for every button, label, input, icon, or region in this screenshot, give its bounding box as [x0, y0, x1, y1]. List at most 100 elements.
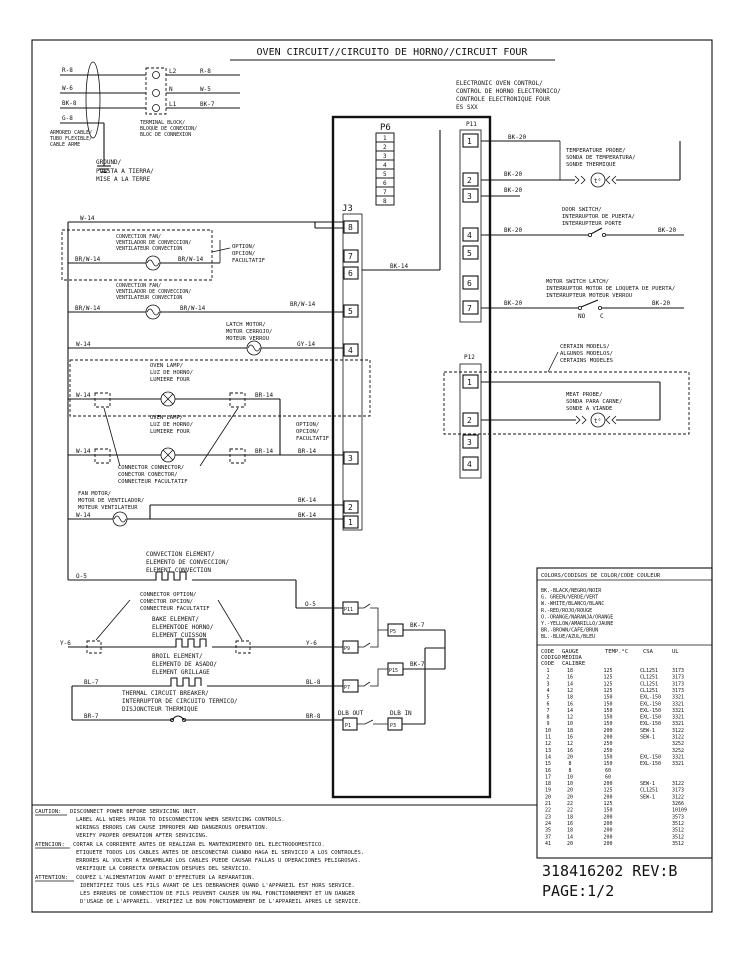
- svg-text:Y-6: Y-6: [306, 640, 317, 647]
- oven-lamp-1-label: OVEN LAMP/ LUZ DE HORNO/ LUMIERE FOUR: [150, 363, 193, 383]
- svg-text:BK-14: BK-14: [298, 512, 316, 519]
- gauge-table-cell: 17: [545, 774, 551, 780]
- svg-text:BR/W-14: BR/W-14: [290, 301, 316, 308]
- svg-text:ES SXX: ES SXX: [456, 104, 478, 111]
- gauge-table-cell: 200: [603, 735, 612, 741]
- svg-text:BK-7: BK-7: [200, 101, 215, 108]
- gauge-table-cell: 3321: [672, 761, 684, 767]
- p6-pin-label: 2: [383, 144, 387, 151]
- svg-text:FAN MOTOR/: FAN MOTOR/: [78, 491, 111, 497]
- gauge-table-cell: 3122: [672, 781, 684, 787]
- svg-text:ELEMENT CUISSON: ELEMENT CUISSON: [152, 632, 207, 639]
- svg-text:CODE: CODE: [541, 661, 554, 667]
- p11-pin-label: 3: [467, 192, 472, 201]
- j3-pin: [343, 266, 359, 280]
- svg-text:CONNECTOR OPTION/: CONNECTOR OPTION/: [140, 592, 196, 598]
- gauge-table-cell: 16: [567, 735, 573, 741]
- gauge-table-cell: 7: [546, 708, 549, 714]
- broil-element-icon: [165, 677, 202, 687]
- j3-pin-label: 1: [348, 518, 353, 527]
- gauge-table-cell: 3173: [672, 688, 684, 694]
- svg-text:TEMPERATURE PROBE/: TEMPERATURE PROBE/: [566, 148, 626, 154]
- svg-text:UL: UL: [672, 649, 679, 655]
- oven-lamp-option-box: [69, 359, 371, 417]
- gauge-table-cell: 6: [546, 701, 549, 707]
- gauge-table-cell: 16: [567, 748, 573, 754]
- gauge-table-cell: 18: [567, 668, 573, 674]
- svg-text:INTERRUPTOR DE PUERTA/: INTERRUPTOR DE PUERTA/: [562, 214, 635, 220]
- svg-text:CONNECTOR CONNECTOR/: CONNECTOR CONNECTOR/: [118, 465, 184, 471]
- control-board: [331, 115, 492, 799]
- option-label-1: OPTION/ OPCION/ FACULTATIF: [232, 244, 265, 264]
- j3-pin-label: 8: [348, 223, 353, 232]
- gauge-table-cell: 4: [546, 688, 549, 694]
- svg-text:VENTILADOR DE CONVECCION/: VENTILADOR DE CONVECCION/: [116, 240, 191, 246]
- gauge-table-cell: 3122: [672, 735, 684, 741]
- gauge-table-cell: 8: [568, 768, 571, 774]
- color-code-item: O.-ORANGE/NARANJA/ORANGE: [541, 614, 613, 620]
- gauge-table-cell: 16: [567, 701, 573, 707]
- color-codes-title: COLORS/CODIGOS DE COLOR/CODE COULEUR: [541, 573, 661, 579]
- svg-text:R-8: R-8: [62, 67, 73, 74]
- svg-text:BL-7: BL-7: [84, 679, 99, 686]
- p11-pin: [462, 133, 479, 148]
- p11-connector: [459, 129, 482, 323]
- svg-text:VENTILATEUR CONVECTION: VENTILATEUR CONVECTION: [116, 295, 182, 301]
- wire-w14-top: W-14: [80, 215, 95, 222]
- svg-text:IDENTIFIEZ TOUS LES FILS AVANT: IDENTIFIEZ TOUS LES FILS AVANT DE LES DE…: [80, 883, 355, 889]
- svg-text:CONTROL DE HORNO ELECTRONICO/: CONTROL DE HORNO ELECTRONICO/: [456, 88, 561, 95]
- caution-notes: CAUTION: DISCONNECT POWER BEFORE SERVICI…: [35, 809, 364, 905]
- svg-text:LES ERREURS DE CONNECTION DE F: LES ERREURS DE CONNECTION DE FILS PEUVEN…: [80, 891, 356, 897]
- gauge-table-cell: 8: [568, 761, 571, 767]
- gauge-table-cell: SEW-1: [640, 728, 655, 734]
- svg-text:CERTAINS MODELES: CERTAINS MODELES: [560, 358, 613, 364]
- svg-text:CERTAIN MODELS/: CERTAIN MODELS/: [560, 344, 610, 350]
- svg-text:W-14: W-14: [76, 448, 91, 455]
- svg-text:INTERRUPTOR MOTOR DE LOQUETA D: INTERRUPTOR MOTOR DE LOQUETA DE PUERTA/: [546, 286, 675, 292]
- p11-pin-label: 2: [467, 176, 472, 185]
- svg-text:DOOR SWITCH/: DOOR SWITCH/: [562, 207, 602, 213]
- svg-text:THERMAL CIRCUIT BREAKER/: THERMAL CIRCUIT BREAKER/: [122, 690, 209, 697]
- p12-pin-label: 3: [467, 438, 472, 447]
- connector-optional-label: CONNECTOR CONNECTOR/ CONECTOR CONECTOR/ …: [118, 465, 188, 485]
- svg-text:CONTROLE ELECTRONIQUE FOUR: CONTROLE ELECTRONIQUE FOUR: [456, 96, 550, 103]
- svg-text:P3: P3: [390, 723, 396, 729]
- svg-text:P1: P1: [345, 723, 351, 729]
- svg-text:ELEMENTO DE CONVECCION/: ELEMENTO DE CONVECCION/: [146, 559, 229, 566]
- p12-pin: [462, 434, 479, 449]
- gauge-table-cell: 11: [545, 735, 551, 741]
- gauge-table-cell: 20: [567, 794, 573, 800]
- gauge-table-cell: 18: [567, 728, 573, 734]
- p6-pin-label: 5: [383, 171, 387, 178]
- svg-text:ETIQUETE TODOS LOS CABLES ANTE: ETIQUETE TODOS LOS CABLES ANTES DE DESCO…: [76, 850, 364, 856]
- gauge-table-cell: 3252: [672, 741, 684, 747]
- gauge-table-cell: 3512: [672, 841, 684, 847]
- convection-element-icon: [150, 571, 187, 581]
- svg-text:BR/W-14: BR/W-14: [75, 256, 101, 263]
- svg-text:W-14: W-14: [76, 512, 91, 519]
- svg-text:BK-8: BK-8: [62, 100, 77, 107]
- svg-text:COUPEZ L'ALIMENTATION AVANT D': COUPEZ L'ALIMENTATION AVANT D'EFFECTUER …: [76, 875, 255, 881]
- svg-text:ELEMENTO DE ASADO/: ELEMENTO DE ASADO/: [152, 661, 217, 668]
- gauge-table-cell: CL1251: [640, 688, 658, 694]
- gauge-table-cell: 3: [546, 681, 549, 687]
- gauge-table-cell: 35: [545, 828, 551, 834]
- gauge-table-cell: 20: [567, 841, 573, 847]
- svg-text:BK-20: BK-20: [658, 227, 676, 234]
- gauge-table-cell: EXL-150: [640, 701, 661, 707]
- svg-text:P15: P15: [389, 668, 398, 674]
- svg-text:TEMP.°C: TEMP.°C: [605, 649, 628, 655]
- p11-pin-label: 4: [467, 231, 472, 240]
- gauge-table-cell: 2: [546, 675, 549, 681]
- convection-element-label: CONVECTION ELEMENT/ ELEMENTO DE CONVECCI…: [146, 551, 229, 574]
- gauge-table-cell: 20: [545, 794, 551, 800]
- p11-pin: [462, 245, 479, 260]
- svg-text:VERIFY PROPER OPERATION AFTER: VERIFY PROPER OPERATION AFTER SERVICING.: [76, 833, 208, 839]
